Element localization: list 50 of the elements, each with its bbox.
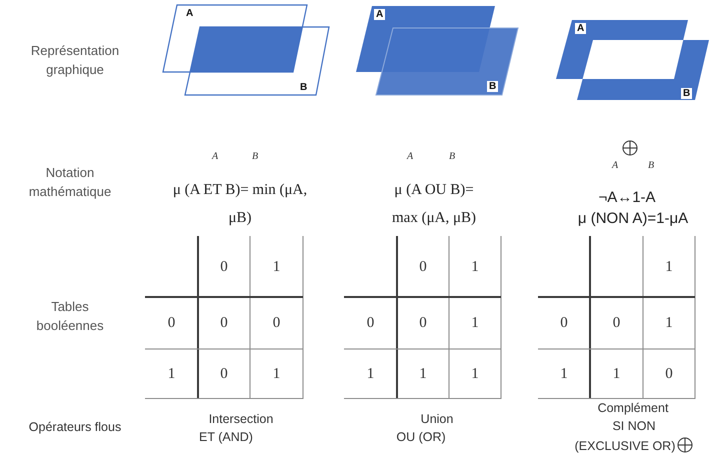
operator-label: (EXCLUSIVE OR) [574, 438, 676, 454]
truth-value: 0 [366, 314, 374, 332]
truth-value: 1 [665, 314, 673, 332]
operator-label: OU (OR) [396, 429, 446, 445]
operator-label: ET (AND) [199, 429, 253, 445]
set-label: B [298, 82, 310, 93]
formula: μ (A OU B)= max (μA, μB) [391, 181, 477, 228]
truth-value: 0 [665, 365, 673, 383]
variable-label: B [648, 160, 654, 172]
formula: μ (NON A)=1-μA [578, 209, 688, 229]
truth-value: 0 [220, 258, 228, 276]
row-heading: Notation mathématique [28, 164, 112, 201]
truth-value: 0 [612, 314, 620, 332]
set-label: A [575, 23, 586, 34]
truth-value: 0 [419, 258, 427, 276]
truth-value: 1 [560, 365, 568, 383]
set-label: B [681, 88, 692, 99]
truth-value: 1 [471, 314, 479, 332]
operator-label: Intersection [208, 411, 274, 427]
truth-value: 1 [665, 258, 673, 276]
truth-value: 1 [366, 365, 374, 383]
variable-label: A [406, 151, 414, 163]
truth-value: 1 [471, 258, 479, 276]
variable-label: A [612, 160, 618, 172]
truth-value: 0 [220, 314, 228, 332]
operator-label: SI NON [612, 418, 656, 434]
set-label: B [487, 81, 498, 92]
truth-value: 1 [612, 365, 620, 383]
truth-value: 0 [272, 314, 280, 332]
set-label: A [184, 8, 196, 19]
variable-label: B [448, 151, 456, 163]
operator-label: Opérateurs flous [28, 419, 122, 435]
formula: μ (A ET B)= min (μA, μB) [172, 181, 308, 228]
formula: ¬A↔1-A [598, 188, 656, 208]
truth-value: 1 [419, 365, 427, 383]
truth-value: 1 [272, 365, 280, 383]
truth-value: 0 [419, 314, 427, 332]
variable-label: A [212, 151, 218, 163]
truth-value: 0 [168, 314, 176, 332]
truth-value: 1 [168, 365, 176, 383]
truth-value: 0 [560, 314, 568, 332]
truth-value: 1 [471, 365, 479, 383]
truth-value: 1 [272, 258, 280, 276]
truth-value: 0 [220, 365, 228, 383]
row-heading: Représentation graphique [30, 42, 120, 79]
variable-label: B [252, 151, 258, 163]
set-label: A [374, 9, 386, 20]
operator-label: Union [420, 411, 454, 427]
operator-label: Complément [598, 400, 668, 416]
row-heading: Tables booléennes [36, 298, 104, 335]
